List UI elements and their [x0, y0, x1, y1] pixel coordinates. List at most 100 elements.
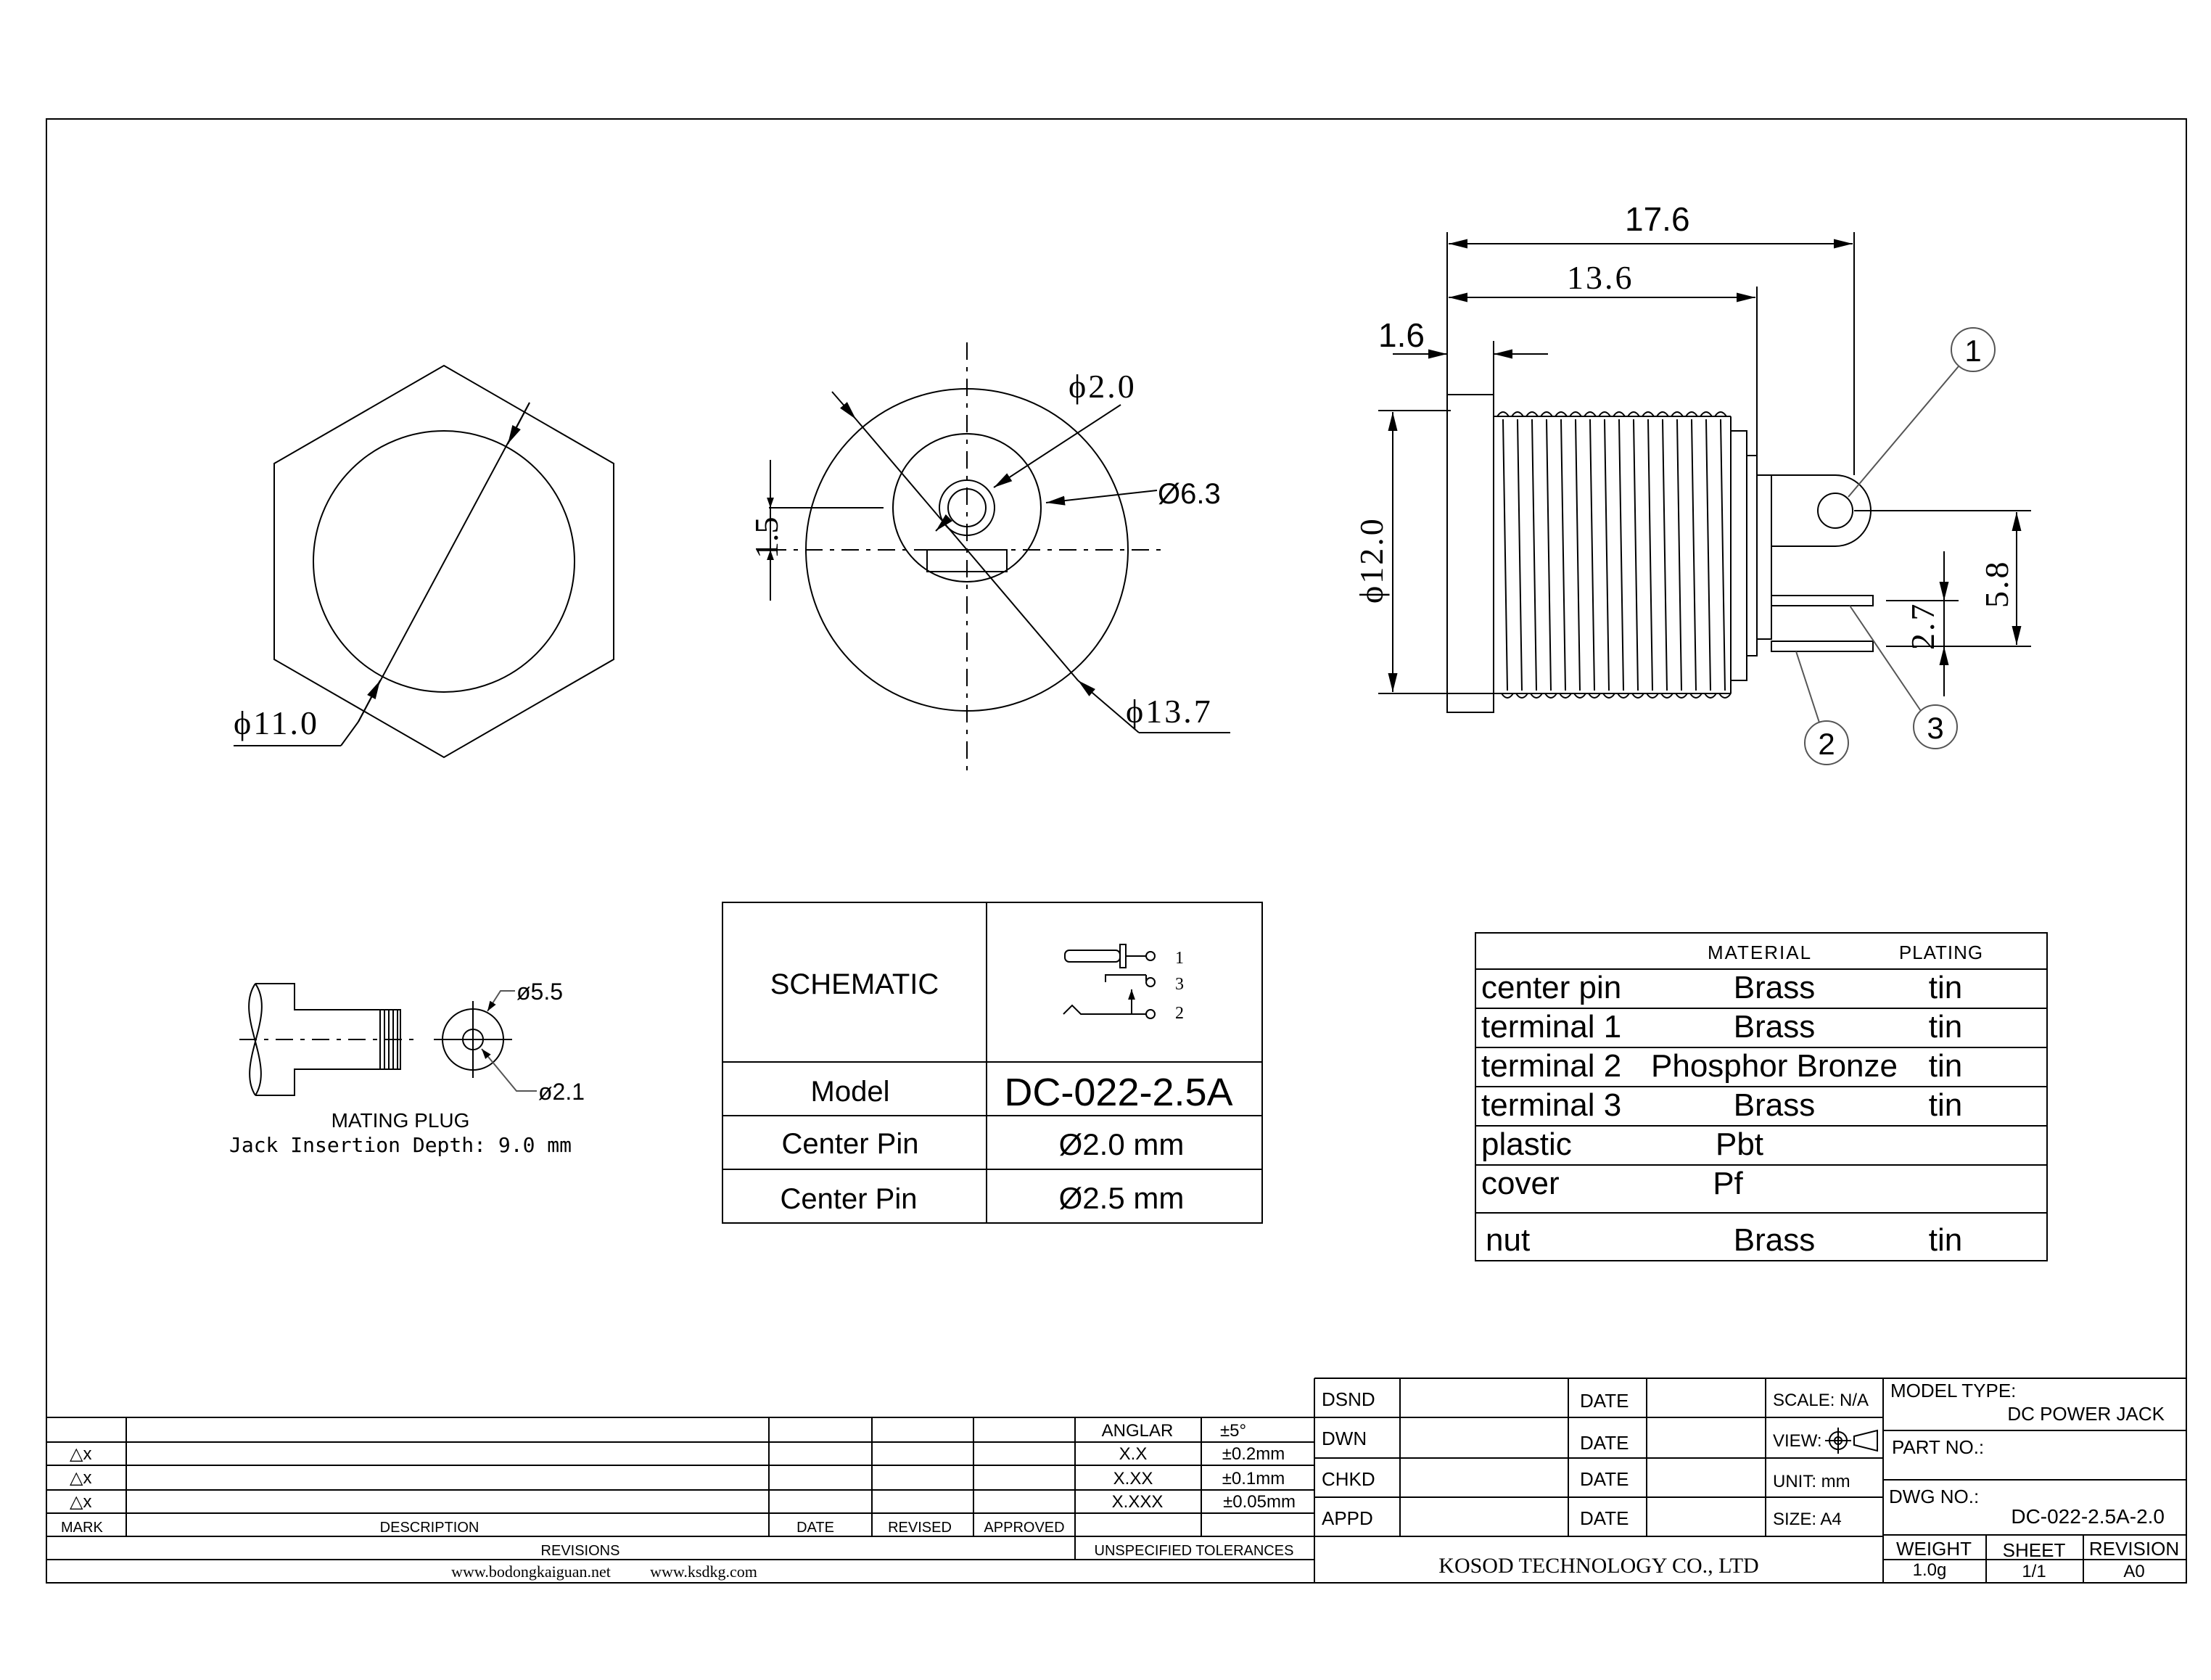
material-header: MATERIAL [1708, 942, 1812, 963]
weight-label: WEIGHT [1896, 1538, 1972, 1560]
spec-row-label: Center Pin [781, 1183, 918, 1215]
spec-row-value: Ø2.0 mm [1059, 1127, 1185, 1161]
material-name: Brass [1734, 1009, 1815, 1045]
mating-plug: ø5.5 ø2.1 MATING PLUG Jack Insertion Dep… [229, 979, 585, 1157]
part-no-label: PART NO.: [1892, 1436, 1984, 1458]
spec-row-value: DC-022-2.5A [1004, 1071, 1232, 1114]
revision-mark: △x [70, 1444, 91, 1464]
spec-row-label: Model [811, 1076, 890, 1108]
tolerance-value: ±5° [1220, 1421, 1246, 1441]
schematic-label: SCHEMATIC [770, 968, 939, 1000]
tolerance-key: X.X [1119, 1444, 1148, 1464]
hex-across-dim: ϕ11.0 [234, 704, 319, 741]
tolerance-value: ±0.2mm [1222, 1444, 1285, 1464]
revision-mark: △x [70, 1492, 91, 1512]
description-header: DESCRIPTION [380, 1520, 479, 1536]
material-part-name: center pin [1481, 970, 1621, 1005]
material-part-name: cover [1481, 1166, 1560, 1201]
balloon-3: 3 [1927, 711, 1943, 745]
plug-inner-dia: ø2.1 [538, 1079, 585, 1105]
plating-name: tin [1929, 1087, 1962, 1123]
thread-length-dim: 13.6 [1567, 259, 1634, 296]
material-name: Phosphor Bronze [1651, 1048, 1898, 1084]
material-part-name: plastic [1481, 1127, 1572, 1162]
size-field: SIZE: A4 [1773, 1510, 1842, 1529]
material-name: Pf [1713, 1166, 1743, 1201]
revision-label: REVISION [2089, 1538, 2179, 1560]
material-name: Brass [1734, 1222, 1815, 1258]
dwg-no-label: DWG NO.: [1889, 1486, 1979, 1507]
model-type-value: DC POWER JACK [2007, 1403, 2165, 1425]
date-label: DATE [1580, 1468, 1629, 1490]
plating-name: tin [1929, 1222, 1962, 1258]
company-name: KOSOD TECHNOLOGY CO., LTD [1438, 1554, 1758, 1578]
mating-plug-note: Jack Insertion Depth: 9.0 mm [229, 1133, 572, 1157]
revised-header: REVISED [888, 1520, 952, 1536]
side-view: 17.6 13.6 1.6 ϕ12.0 5.8 2.7 1 2 [1353, 200, 2031, 765]
date-label: DATE [1580, 1507, 1629, 1529]
front-face-view: 1.5 Ø6.3 ϕ2.0 ϕ13.7 [748, 342, 1230, 775]
terminal-gap-dim: 2.7 [1904, 602, 1941, 651]
tolerance-key: X.XXX [1112, 1492, 1164, 1512]
thread-lines [1496, 411, 1732, 699]
schematic-pin-3: 3 [1175, 975, 1184, 994]
approved-header: APPROVED [984, 1520, 1064, 1536]
terminal-spacing-dim: 5.8 [1978, 560, 2015, 609]
plug-outer-dia: ø5.5 [516, 979, 563, 1005]
weight-value: 1.0g [1913, 1560, 1947, 1580]
plating-name: tin [1929, 970, 1962, 1005]
tolerance-value: ±0.1mm [1222, 1469, 1285, 1488]
material-part-name: terminal 1 [1481, 1009, 1621, 1045]
revisions-label: REVISIONS [541, 1543, 620, 1559]
role-dwn: DWN [1322, 1428, 1367, 1449]
mark-header: MARK [61, 1520, 103, 1536]
center-pin-dim: ϕ2.0 [1069, 368, 1137, 405]
material-name: Brass [1734, 1087, 1815, 1123]
role-chkd: CHKD [1322, 1468, 1375, 1490]
pin-offset-dim: 1.5 [748, 517, 785, 559]
tolerances-label: UNSPECIFIED TOLERANCES [1095, 1543, 1294, 1559]
hex-nut-view: ϕ11.0 [234, 364, 614, 759]
material-name: Pbt [1716, 1127, 1763, 1162]
scale-field: SCALE: N/A [1773, 1391, 1869, 1410]
outer-flange-dim: ϕ13.7 [1126, 693, 1213, 730]
role-dsnd: DSND [1322, 1388, 1375, 1410]
material-name: Brass [1734, 970, 1815, 1005]
tolerance-key: X.XX [1113, 1469, 1153, 1488]
overall-length-dim: 17.6 [1625, 200, 1690, 238]
plating-name: tin [1929, 1009, 1962, 1045]
date-label: DATE [1580, 1432, 1629, 1454]
title-block: DSND DWN CHKD APPD DATE DATE DATE DATE S… [1314, 1378, 2186, 1583]
date-header: DATE [796, 1520, 834, 1536]
projection-symbol-icon [1825, 1428, 1878, 1454]
website-2: www.ksdkg.com [650, 1562, 757, 1581]
balloon-1: 1 [1964, 334, 1981, 368]
balloon-2: 2 [1818, 727, 1835, 761]
inner-bore-dim: Ø6.3 [1158, 478, 1221, 510]
spec-row-label: Center Pin [782, 1128, 919, 1160]
material-part-name: nut [1486, 1222, 1530, 1258]
material-part-name: terminal 3 [1481, 1087, 1621, 1123]
model-type-label: MODEL TYPE: [1890, 1380, 2016, 1401]
revision-mark: △x [70, 1468, 91, 1488]
sheet-value: 1/1 [2022, 1562, 2046, 1581]
jack-schematic-symbol: 1 3 2 [1063, 944, 1184, 1023]
dwg-no-value: DC-022-2.5A-2.0 [2011, 1505, 2165, 1528]
tolerance-key: ANGLAR [1102, 1421, 1174, 1441]
plating-header: PLATING [1899, 942, 1983, 963]
plating-name: tin [1929, 1048, 1962, 1084]
revision-value: A0 [2123, 1562, 2144, 1581]
website-1: www.bodongkaiguan.net [451, 1562, 611, 1581]
flange-thickness-dim: 1.6 [1378, 316, 1425, 354]
spec-row-value: Ø2.5 mm [1059, 1181, 1185, 1215]
date-label: DATE [1580, 1390, 1629, 1412]
view-field: VIEW: [1773, 1431, 1822, 1451]
role-appd: APPD [1322, 1507, 1373, 1529]
unit-field: UNIT: mm [1773, 1472, 1850, 1491]
spec-table: SCHEMATIC 1 3 2 Model DC-022-2.5A Center… [722, 902, 1263, 1224]
schematic-pin-2: 2 [1175, 1004, 1184, 1023]
revisions-block: △x △x △x MARK DESCRIPTION DATE REVISED A… [46, 1378, 1315, 1583]
